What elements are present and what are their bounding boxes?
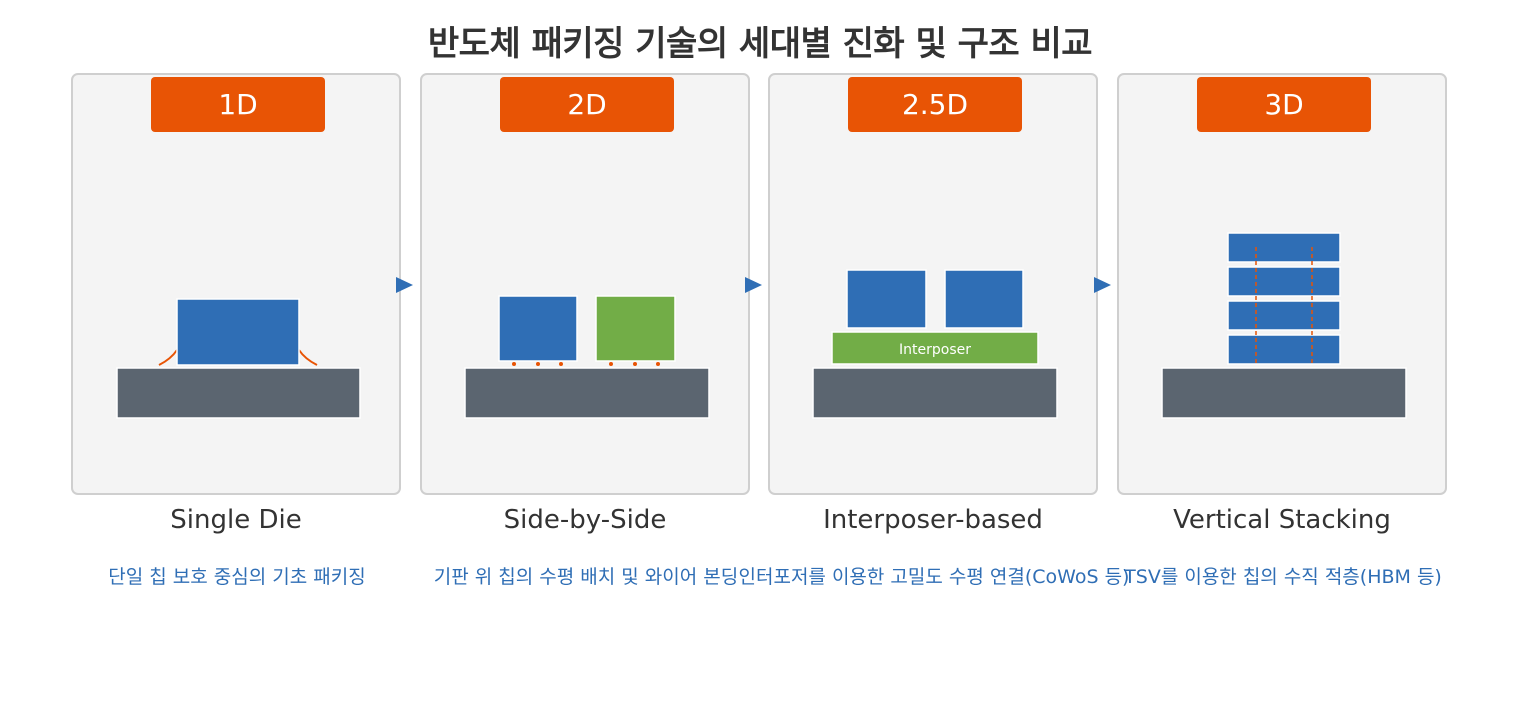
stage-description-1d: 단일 칩 보호 중심의 기초 패키징 [108, 566, 366, 588]
stage-description-2-5d: 인터포저를 이용한 고밀도 수평 연결(CoWoS 등) [738, 566, 1130, 588]
stage-panel-2d: 2D [420, 73, 750, 495]
stage-description-2d: 기판 위 칩의 수평 배치 및 와이어 본딩 [433, 566, 739, 588]
stage-label-2d: Side-by-Side [503, 505, 667, 535]
arrow-right-icon [396, 277, 413, 293]
stage-badge-2-5d: 2.5D [848, 77, 1022, 132]
interposer-layer [831, 331, 1039, 365]
stage-description-3d: TSV를 이용한 칩의 수직 적층(HBM 등) [1124, 566, 1442, 588]
interposer-label: Interposer [899, 342, 971, 358]
single-die-illustration [116, 298, 361, 419]
stage-panel-1d: 1D [71, 73, 401, 495]
stacked-die-3 [1227, 300, 1341, 331]
substrate [116, 367, 361, 419]
stage-panel-3d: 3D [1117, 73, 1447, 495]
substrate [1161, 367, 1407, 419]
wire-bond-right [298, 349, 318, 366]
arrow-right-icon [1094, 277, 1111, 293]
interposer-illustration: Interposer [812, 269, 1058, 419]
stage-label-2-5d: Interposer-based [823, 505, 1043, 535]
chip-right [944, 269, 1024, 329]
side-by-side-illustration [464, 295, 710, 419]
vertical-stacking-illustration [1161, 232, 1407, 419]
arrow-right-icon [745, 277, 762, 293]
stacked-die-4 [1227, 334, 1341, 365]
stacked-die-2 [1227, 266, 1341, 297]
substrate [812, 367, 1058, 419]
stacked-die-1 [1227, 232, 1341, 263]
stage-badge-3d: 3D [1197, 77, 1371, 132]
chip-blue [498, 295, 578, 362]
stage-label-3d: Vertical Stacking [1173, 505, 1391, 535]
stage-badge-2d: 2D [500, 77, 674, 132]
diagram-title: 반도체 패키징 기술의 세대별 진화 및 구조 비교 [427, 24, 1093, 64]
wire-bond-left [158, 349, 178, 366]
bump-dots [512, 362, 660, 366]
stage-panel-2-5d: 2.5D Interposer [768, 73, 1098, 495]
stage-badge-1d: 1D [151, 77, 325, 132]
chip-green [595, 295, 676, 362]
chip-left [846, 269, 927, 329]
stage-label-1d: Single Die [170, 505, 302, 535]
substrate [464, 367, 710, 419]
die [176, 298, 300, 366]
